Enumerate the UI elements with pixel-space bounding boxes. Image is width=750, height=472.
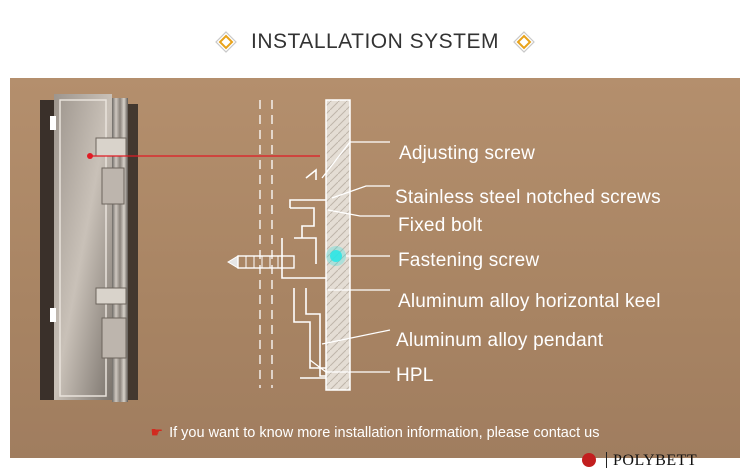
label-fastening-screw: Fastening screw (398, 250, 540, 271)
keel-pendant (281, 168, 326, 379)
label-horizontal-keel: Aluminum alloy horizontal keel (398, 291, 661, 312)
installation-diagram (40, 94, 391, 402)
diamond-ornament-icon (215, 31, 237, 54)
panel-model (40, 94, 138, 402)
section-title-text: INSTALLATION SYSTEM (251, 30, 499, 54)
footer-text: If you want to know more installation in… (169, 425, 600, 441)
label-fixed-bolt: Fixed bolt (398, 215, 483, 236)
hand-pointer-icon: ☛ (150, 424, 164, 440)
hpl-board (325, 99, 351, 391)
footer-note: ☛ If you want to know more installation i… (0, 424, 750, 441)
label-notched-screws: Stainless steel notched screws (395, 187, 661, 208)
fastening-point (330, 250, 342, 262)
brand-logo-icon (582, 453, 596, 467)
label-hpl: HPL (396, 365, 434, 386)
leader-lines (309, 141, 391, 373)
diamond-ornament-icon (513, 31, 535, 54)
label-adjusting-screw: Adjusting screw (399, 143, 536, 164)
label-pendant: Aluminum alloy pendant (396, 330, 604, 351)
diagram-panel: Adjusting screw Stainless steel notched … (10, 78, 740, 469)
fastening-screw-graphic (227, 255, 295, 269)
brand-name: POLYBETT (613, 452, 698, 469)
brand-logo: POLYBETT (582, 452, 697, 470)
header: INSTALLATION SYSTEM (0, 0, 750, 78)
section-title: INSTALLATION SYSTEM (0, 30, 750, 54)
